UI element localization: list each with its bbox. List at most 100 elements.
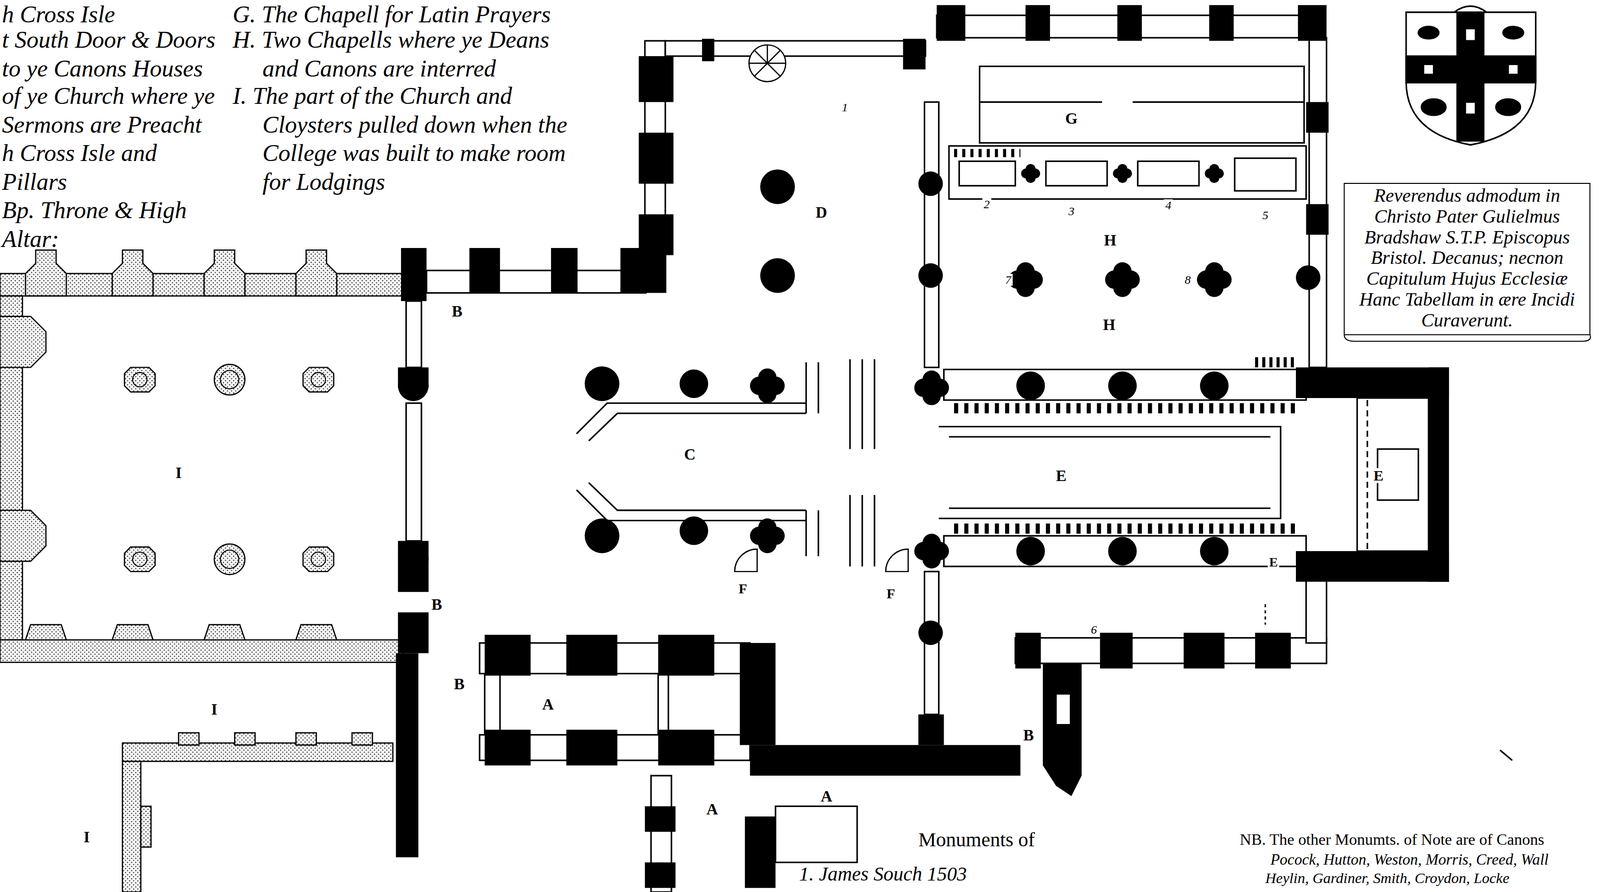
- demolished-cloister: [204, 624, 245, 640]
- solid-walls: [400, 247, 427, 302]
- church-walls-open: [426, 270, 646, 293]
- church-walls-open: [405, 402, 422, 541]
- dedication-text: Reverendus admodum in Christo Pater Guli…: [1350, 185, 1585, 331]
- demolished-cloister: [140, 805, 152, 847]
- plan-letter: F: [736, 581, 749, 596]
- church-interior-lines: [1264, 604, 1267, 625]
- plan-letter: G: [1063, 110, 1080, 127]
- solid-walls: [918, 620, 943, 645]
- solid-walls: [749, 368, 785, 403]
- church-interior-lines: [588, 413, 806, 441]
- solid-walls: [658, 634, 715, 676]
- monument-note: NB. The other Monumts. of Note are of Ca…: [1239, 830, 1545, 849]
- callout-number: 5: [1260, 209, 1270, 222]
- solid-walls: [702, 38, 715, 62]
- dedication-scroll: Reverendus admodum in Christo Pater Guli…: [1339, 178, 1596, 343]
- monument-note: Heylin, Gardiner, Smith, Croydon, Locke: [1265, 869, 1510, 886]
- stair: [748, 44, 786, 77]
- solid-walls: [551, 247, 578, 293]
- solid-walls: [1016, 536, 1045, 566]
- solid-walls: [760, 169, 796, 205]
- demolished-cloister: [112, 249, 154, 296]
- demolished-cloister: [351, 732, 373, 746]
- church-interior-lines: [1366, 400, 1368, 550]
- plan-letter: H: [1102, 232, 1119, 248]
- church-interior-lines: [861, 494, 864, 567]
- solid-walls: [1295, 367, 1449, 399]
- plan-letter: I: [173, 464, 183, 481]
- solid-walls: [1100, 632, 1133, 669]
- choir-stalls: [954, 523, 1296, 535]
- solid-walls: [918, 714, 944, 746]
- cloister-inner-lines: [311, 552, 326, 567]
- stair: [734, 44, 1071, 725]
- solid-walls: [658, 729, 715, 766]
- solid-walls: [1204, 163, 1224, 183]
- plan-letter: B: [1021, 726, 1036, 743]
- demolished-cloister: [25, 624, 67, 640]
- stair: [885, 549, 909, 572]
- church-interior-lines: [873, 359, 876, 450]
- church-interior-lines: [949, 436, 1271, 509]
- solid-walls: [679, 516, 709, 546]
- solid-walls: [584, 518, 620, 554]
- solid-walls: [918, 263, 943, 288]
- coat-of-arms: [1465, 28, 1476, 42]
- church-interior-lines: [1500, 750, 1513, 761]
- scroll-outline: [1344, 183, 1591, 342]
- monument-note: 1. James Souch 1503: [799, 863, 967, 885]
- legend-text: I. The part of the Church and Cloysters …: [232, 81, 585, 196]
- coat-of-arms: [1503, 26, 1524, 39]
- monument-note: Monuments of: [918, 828, 1035, 851]
- plan-letter: C: [682, 446, 698, 463]
- coat-of-arms: [1418, 26, 1439, 39]
- solid-walls: [1008, 262, 1043, 298]
- coat-of-arms: [1406, 12, 1536, 146]
- demolished-cloister: [0, 316, 46, 368]
- church-interior-lines: [484, 66, 1513, 761]
- legend-text: t South Door & Doors to ye Canons Houses: [1, 25, 222, 83]
- solid-walls: [398, 612, 429, 653]
- plan-letter: A: [705, 800, 720, 817]
- stair: [748, 44, 786, 82]
- solid-walls: [639, 132, 674, 184]
- demolished-cloister: [124, 367, 156, 392]
- demolished-cloister: [25, 249, 67, 296]
- solid-walls: [679, 369, 709, 399]
- coat-of-arms: [1508, 64, 1519, 75]
- church-interior-lines: [805, 362, 807, 414]
- coat-of-arms: [1453, 5, 1487, 12]
- church-interior-lines: [861, 359, 864, 450]
- solid-walls: [1297, 4, 1327, 41]
- church-interior-lines: [949, 146, 1307, 200]
- solid-walls: [914, 533, 950, 569]
- plan-letter: A: [819, 788, 834, 804]
- solid-walls: [1108, 371, 1137, 401]
- cloister-inner-lines: [132, 552, 148, 567]
- solid-walls: [1200, 536, 1229, 566]
- solid-walls: [1255, 632, 1291, 669]
- church-walls-open: [944, 535, 1307, 567]
- demolished-cloister: [303, 547, 334, 572]
- solid-walls: [1428, 367, 1449, 582]
- church-interior-lines: [873, 494, 876, 567]
- coat-of-arms: [1496, 98, 1521, 116]
- church-interior-lines: [667, 673, 670, 735]
- solid-walls: [398, 367, 429, 388]
- solid-walls: [644, 805, 676, 832]
- solid-walls: [1025, 4, 1050, 41]
- solid-walls: [936, 4, 966, 41]
- callout-number: 6: [1089, 623, 1099, 636]
- solid-walls: [1306, 101, 1329, 133]
- solid-walls: [566, 729, 618, 766]
- solid-walls: [1015, 632, 1041, 669]
- church-interior-lines: [805, 510, 807, 557]
- coat-of-arms: [1406, 56, 1536, 83]
- coat-of-arms: [1421, 98, 1446, 116]
- stair: [1055, 694, 1071, 725]
- church-walls-open: [1309, 37, 1327, 368]
- cloister-inner-lines: [220, 550, 240, 569]
- solid-walls: [566, 634, 618, 676]
- solid-walls: [749, 518, 785, 554]
